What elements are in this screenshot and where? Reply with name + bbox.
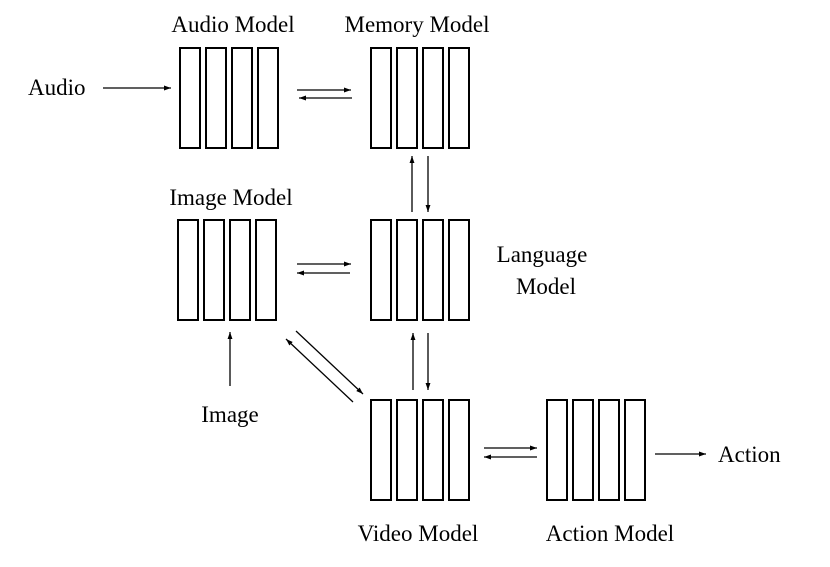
memory-model-layer (422, 47, 444, 149)
language-model-layer (396, 219, 418, 321)
action-model-label: Action Model (545, 521, 675, 546)
memory-model-layer (448, 47, 470, 149)
memory-model-layer (396, 47, 418, 149)
action-model-block (546, 399, 646, 501)
image-model-block (177, 219, 277, 321)
audio-input-label: Audio (28, 75, 86, 100)
image-model-layer (177, 219, 199, 321)
audio-model-layer (231, 47, 253, 149)
image-model-label: Image Model (169, 185, 293, 210)
image-to-video-arrow (295, 330, 364, 395)
audio-model-layer (179, 47, 201, 149)
audio-model-block (179, 47, 279, 149)
memory-model-layer (370, 47, 392, 149)
language-model-layer (422, 219, 444, 321)
action-model-layer (546, 399, 568, 501)
video-model-layer (422, 399, 444, 501)
language-model-block (370, 219, 470, 321)
language-model-layer (448, 219, 470, 321)
video-to-image-arrow (285, 338, 354, 403)
action-model-layer (598, 399, 620, 501)
video-model-layer (396, 399, 418, 501)
image-model-layer (203, 219, 225, 321)
memory-model-label: Memory Model (344, 12, 490, 37)
image-model-layer (255, 219, 277, 321)
video-model-layer (448, 399, 470, 501)
audio-model-layer (205, 47, 227, 149)
language-model-label-line2: Model (515, 274, 577, 299)
language-model-label-line1: Language (496, 242, 588, 267)
video-model-label: Video Model (357, 521, 479, 546)
action-output-label: Action (718, 442, 781, 467)
audio-model-label: Audio Model (171, 12, 295, 37)
audio-model-layer (257, 47, 279, 149)
action-model-layer (572, 399, 594, 501)
video-model-block (370, 399, 470, 501)
image-input-label: Image (201, 402, 259, 427)
action-model-layer (624, 399, 646, 501)
language-model-layer (370, 219, 392, 321)
image-model-layer (229, 219, 251, 321)
video-model-layer (370, 399, 392, 501)
memory-model-block (370, 47, 470, 149)
